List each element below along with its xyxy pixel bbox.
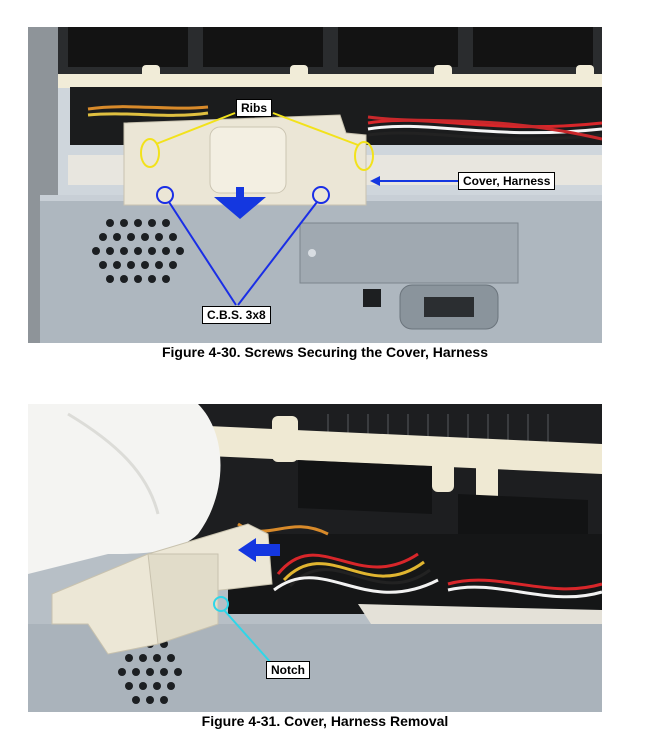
figure-4-30-illustration [28, 27, 602, 343]
ribs-callout: Ribs [236, 99, 273, 117]
notch-callout: Notch [266, 661, 310, 679]
figure-4-31-photo: Notch [28, 404, 602, 712]
figure-4-30-caption: Figure 4-30. Screws Securing the Cover, … [161, 344, 489, 360]
figure-4-31-illustration [28, 404, 602, 712]
cbs-screw-callout: C.B.S. 3x8 [202, 306, 271, 324]
figure-4-30-photo: Ribs Cover, Harness C.B.S. 3x8 [28, 27, 602, 343]
cover-harness-callout: Cover, Harness [458, 172, 556, 190]
figure-4-31-caption: Figure 4-31. Cover, Harness Removal [201, 713, 449, 729]
